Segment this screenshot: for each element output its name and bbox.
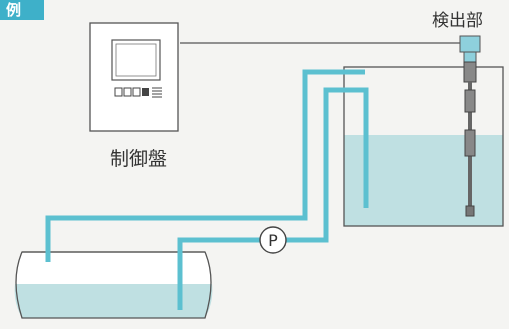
pipe-lower-right — [286, 87, 369, 243]
right-tank-wall — [343, 66, 504, 227]
detector-float-upper — [464, 89, 476, 113]
left-tank-water — [14, 284, 213, 318]
detector-float-lower — [464, 129, 476, 157]
pump-label: P — [268, 231, 278, 250]
detector-mount — [463, 61, 477, 83]
control-panel-screen-inner — [115, 43, 157, 77]
control-panel-label: 制御盤 — [110, 148, 167, 170]
right-tank-water — [344, 135, 503, 226]
example-badge-bg — [0, 0, 44, 20]
pipe-upper — [45, 69, 365, 262]
level-detector — [459, 35, 481, 217]
control-panel — [89, 22, 179, 132]
example-badge-text: 例 — [6, 1, 21, 19]
control-panel-screen — [111, 39, 161, 81]
left-tank — [14, 251, 213, 319]
detector-label: 検出部 — [432, 11, 483, 31]
pump: P — [259, 226, 287, 254]
left-tank-wall — [15, 251, 212, 319]
control-panel-buttons — [114, 87, 162, 98]
pipe-lower-left — [177, 237, 260, 310]
detector-head — [459, 35, 481, 53]
pump-circle — [259, 226, 287, 254]
detector-tip — [465, 205, 475, 217]
example-badge: 例 — [0, 0, 44, 20]
right-tank — [343, 66, 504, 227]
